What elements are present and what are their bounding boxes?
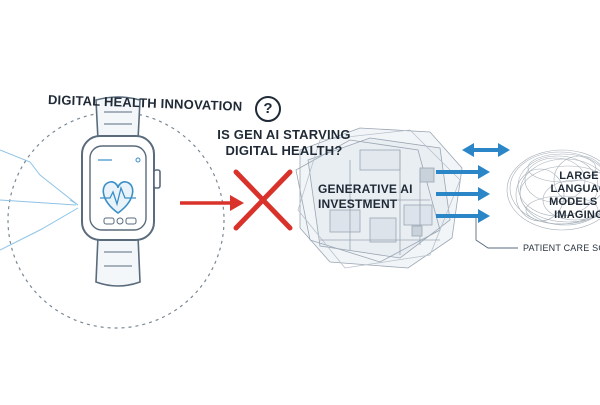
smartwatch-heart-icon: [81, 96, 161, 287]
question-label: IS GEN AI STARVING DIGITAL HEALTH?: [217, 127, 351, 158]
red-x-icon: [233, 169, 293, 231]
patient-care-connector: [475, 218, 518, 249]
digital-health-boundary-circle: [7, 111, 225, 329]
question-circle-icon: ?: [255, 96, 281, 122]
gen-ai-chip-cluster: [295, 127, 463, 269]
red-arrow: [180, 195, 244, 211]
incoming-signal-lines: [0, 149, 79, 251]
gen-ai-investment-label: GENERATIVE AI INVESTMENT: [318, 182, 413, 211]
llm-imaging-label: LARGE LANGUAG MODELS & IMAGING: [549, 170, 600, 221]
blue-arrows: [436, 143, 510, 223]
patient-care-label: PATIENT CARE SOLUT: [523, 243, 600, 253]
llm-scribble-cloud: [506, 149, 600, 231]
